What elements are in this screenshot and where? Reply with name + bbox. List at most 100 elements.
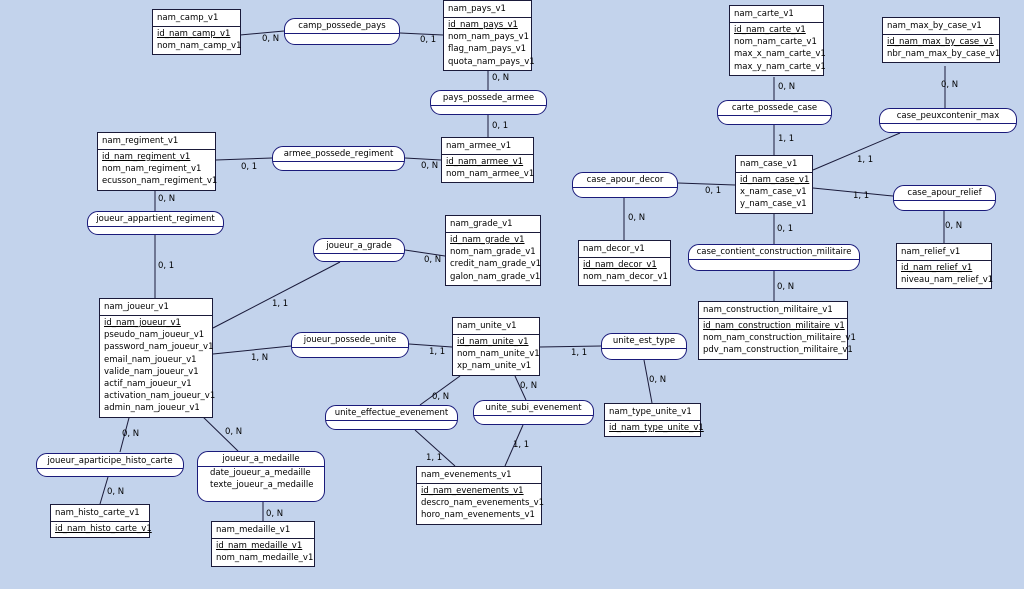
relation-camp-possede-pays[interactable]: camp_possede_pays <box>284 18 400 45</box>
relation-joueur-aparticipe-histo-carte[interactable]: joueur_aparticipe_histo_carte <box>36 453 184 477</box>
entity-attribute-pk: id_nam_camp_v1 <box>157 29 231 39</box>
entity-nam-type-unite[interactable]: nam_type_unite_v1 id_nam_type_unite_v1 <box>604 403 704 438</box>
entity-nam-armee[interactable]: nam_armee_v1 id_nam_armee_v1 nom_nam_arm… <box>441 137 535 184</box>
entity-nam-carte[interactable]: nam_carte_v1 id_nam_carte_v1 nom_nam_car… <box>729 5 826 76</box>
relation-joueur-appartient-regiment[interactable]: joueur_appartient_regiment <box>87 211 224 235</box>
relation-title: case_peuxcontenir_max <box>880 109 1016 124</box>
relation-attribute: date_joueur_a_medaille <box>210 468 311 478</box>
entity-title: nam_armee_v1 <box>446 141 512 151</box>
cardinality-label: 0, N <box>520 381 538 391</box>
entity-nam-camp[interactable]: nam_camp_v1 id_nam_camp_v1 nom_nam_camp_… <box>152 9 242 56</box>
entity-attribute-pk: id_nam_unite_v1 <box>457 337 529 347</box>
relation-title: joueur_possede_unite <box>292 333 408 348</box>
entity-attribute: nom_nam_carte_v1 <box>734 37 817 48</box>
entity-attribute-pk: id_nam_armee_v1 <box>446 157 524 167</box>
relation-case-peuxcontenir-max[interactable]: case_peuxcontenir_max <box>879 108 1017 133</box>
cardinality-label: 0, 1 <box>241 162 258 172</box>
entity-nam-unite[interactable]: nam_unite_v1 id_nam_unite_v1 nom_nam_uni… <box>452 317 540 376</box>
relation-title: unite_effectue_evenement <box>326 406 457 421</box>
entity-nam-evenements[interactable]: nam_evenements_v1 id_nam_evenements_v1 d… <box>416 466 544 525</box>
entity-attribute-pk: id_nam_max_by_case_v1 <box>887 37 994 47</box>
link-rel-unite <box>408 343 453 348</box>
cardinality-label: 1, 1 <box>571 348 588 358</box>
entity-attribute-pk: id_nam_type_unite_v1 <box>609 423 704 433</box>
entity-attribute-pk: id_nam_joueur_v1 <box>104 318 181 328</box>
entity-title: nam_grade_v1 <box>450 219 513 229</box>
relation-case-apour-decor[interactable]: case_apour_decor <box>572 172 678 198</box>
entity-title: nam_unite_v1 <box>457 321 517 331</box>
entity-nam-max-by-case[interactable]: nam_max_by_case_v1 id_nam_max_by_case_v1… <box>882 17 1000 64</box>
relation-joueur-a-grade[interactable]: joueur_a_grade <box>313 238 405 262</box>
entity-title: nam_decor_v1 <box>583 244 645 254</box>
entity-attribute: niveau_nam_relief_v1 <box>901 275 994 286</box>
entity-nam-regiment[interactable]: nam_regiment_v1 id_nam_regiment_v1 nom_n… <box>97 132 217 191</box>
entity-nam-joueur[interactable]: nam_joueur_v1 id_nam_joueur_v1 pseudo_na… <box>99 298 215 418</box>
entity-title: nam_relief_v1 <box>901 247 961 257</box>
entity-title: nam_histo_carte_v1 <box>55 508 140 518</box>
relation-joueur-possede-unite[interactable]: joueur_possede_unite <box>291 332 409 358</box>
cardinality-label: 0, N <box>778 82 796 92</box>
entity-title: nam_construction_militaire_v1 <box>703 305 833 315</box>
entity-nam-construction-militaire[interactable]: nam_construction_militaire_v1 id_nam_con… <box>698 301 856 360</box>
relation-joueur-a-medaille[interactable]: joueur_a_medaille date_joueur_a_medaille… <box>197 451 325 502</box>
relation-title: unite_est_type <box>602 334 686 349</box>
entity-nam-medaille[interactable]: nam_medaille_v1 id_nam_medaille_v1 nom_n… <box>211 521 315 568</box>
link-rel-pays <box>399 32 444 36</box>
entity-nam-pays[interactable]: nam_pays_v1 id_nam_pays_v1 nom_nam_pays_… <box>443 0 535 71</box>
relation-title: unite_subi_evenement <box>474 401 593 416</box>
cardinality-label: 0, N <box>432 392 450 402</box>
entity-title: nam_type_unite_v1 <box>609 407 692 417</box>
entity-nam-histo-carte[interactable]: nam_histo_carte_v1 id_nam_histo_carte_v1 <box>50 504 152 539</box>
entity-attribute: actif_nam_joueur_v1 <box>104 378 192 389</box>
relation-title: joueur_a_grade <box>314 239 404 254</box>
entity-nam-case[interactable]: nam_case_v1 id_nam_case_v1 x_nam_case_v1… <box>735 155 813 214</box>
entity-attribute: nom_nam_camp_v1 <box>157 41 242 52</box>
link-joueur-grade-rel <box>212 261 341 329</box>
relation-case-apour-relief[interactable]: case_apour_relief <box>893 185 996 211</box>
link-joueur-unite-rel <box>212 345 292 355</box>
entity-nam-grade[interactable]: nam_grade_v1 id_nam_grade_v1 nom_nam_gra… <box>445 215 541 286</box>
entity-attribute: pdv_nam_construction_militaire_v1 <box>703 345 853 356</box>
cardinality-label: 0, N <box>628 213 646 223</box>
entity-attribute: nom_nam_medaille_v1 <box>216 553 314 564</box>
relation-title: joueur_a_medaille <box>198 452 324 467</box>
cardinality-label: 0, N <box>424 255 442 265</box>
cardinality-label: 1, N <box>251 353 269 363</box>
entity-attribute: nom_nam_pays_v1 <box>448 32 529 43</box>
entity-attribute: nom_nam_armee_v1 <box>446 169 535 180</box>
relation-armee-possede-regiment[interactable]: armee_possede_regiment <box>272 146 405 171</box>
relation-case-contient-construction-militaire[interactable]: case_contient_construction_militaire <box>688 244 860 271</box>
cardinality-label: 0, N <box>262 34 280 44</box>
cardinality-label: 0, N <box>492 73 510 83</box>
entity-attribute: email_nam_joueur_v1 <box>104 354 197 365</box>
cardinality-label: 0, 1 <box>158 261 175 271</box>
relation-attribute: texte_joueur_a_medaille <box>210 480 314 491</box>
entity-title: nam_carte_v1 <box>734 9 794 19</box>
entity-nam-decor[interactable]: nam_decor_v1 id_nam_decor_v1 nom_nam_dec… <box>578 240 671 287</box>
link-rel-max-case <box>812 132 901 171</box>
entity-attribute: admin_nam_joueur_v1 <box>104 403 200 414</box>
relation-unite-subi-evenement[interactable]: unite_subi_evenement <box>473 400 594 425</box>
relation-pays-possede-armee[interactable]: pays_possede_armee <box>430 90 547 115</box>
link-case-relief <box>812 187 894 197</box>
relation-unite-est-type[interactable]: unite_est_type <box>601 333 687 360</box>
entity-attribute-pk: id_nam_regiment_v1 <box>102 152 191 162</box>
cardinality-label: 0, N <box>107 487 125 497</box>
relation-unite-effectue-evenement[interactable]: unite_effectue_evenement <box>325 405 458 430</box>
entity-attribute: galon_nam_grade_v1 <box>450 271 541 282</box>
entity-nam-relief[interactable]: nam_relief_v1 id_nam_relief_v1 niveau_na… <box>896 243 994 290</box>
relation-carte-possede-case[interactable]: carte_possede_case <box>717 100 832 125</box>
entity-attribute: max_y_nam_carte_v1 <box>734 61 826 72</box>
entity-attribute-pk: id_nam_evenements_v1 <box>421 486 524 496</box>
cardinality-label: 0, N <box>777 282 795 292</box>
entity-attribute-pk: id_nam_medaille_v1 <box>216 541 303 551</box>
entity-title: nam_case_v1 <box>740 159 798 169</box>
cardinality-label: 0, N <box>945 221 963 231</box>
cardinality-label: 0, 1 <box>777 224 794 234</box>
entity-attribute-pk: id_nam_carte_v1 <box>734 25 806 35</box>
cardinality-label: 0, N <box>649 375 667 385</box>
entity-attribute: x_nam_case_v1 <box>740 187 807 198</box>
entity-attribute: max_x_nam_carte_v1 <box>734 49 826 60</box>
cardinality-label: 0, N <box>225 427 243 437</box>
